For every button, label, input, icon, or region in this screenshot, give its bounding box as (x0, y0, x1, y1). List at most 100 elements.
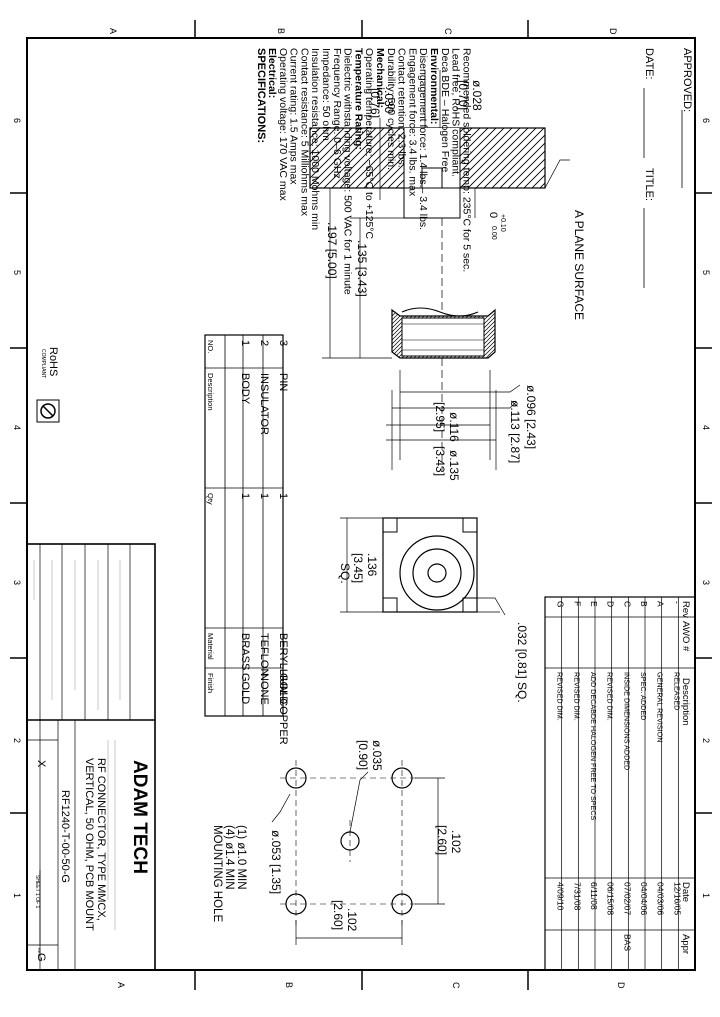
spec-line: Durability: 500 cycles min. (385, 48, 397, 170)
title-block-text: ADAM TECH RF CONNECTOR, TYPE MMCX, VERTI… (34, 758, 150, 962)
revision-cell: RELEASED (672, 672, 681, 710)
bottom-view-labels: .136 [3.45] SQ. .032 [0.81] SQ. (338, 553, 529, 703)
pitch-h-mm: [2.60] (331, 900, 345, 930)
gap-tol-minus: 0.00 (490, 226, 497, 240)
bom-cell: GOLD (239, 673, 251, 704)
bom-cell: 3 (277, 340, 289, 346)
zone-number: 4 (701, 425, 711, 430)
part-number: RF1240-T-00-50-G (59, 790, 71, 883)
insulator (401, 317, 485, 357)
revision-cell: G (556, 601, 566, 608)
rohs-icon (36, 399, 60, 423)
spec-line: Electrical: (266, 48, 278, 98)
zone-number: 4 (12, 425, 22, 430)
bom-header-fin: Finish (206, 673, 215, 693)
scale-mark: X (35, 760, 47, 768)
revision-cell: F (572, 601, 582, 606)
zone-letter: C (451, 982, 461, 989)
revision-header-appr: Appr (680, 934, 691, 954)
revision-cell: 7/31/08 (572, 882, 582, 911)
revision-cell: GENERAL REVISION (656, 672, 665, 742)
revision-cell: A (656, 601, 666, 607)
revision-cell: 04/04/06 (639, 882, 649, 915)
bom-header-mat: Material (206, 633, 215, 660)
spec-line: Current rating: 1.5 Amps max (288, 48, 300, 185)
sq032-dim: .032 [0.81] SQ. (515, 622, 529, 703)
mounting-hole-note-line: (1) ø1.0 MIN (235, 825, 247, 890)
height-dim: .197 [5.00] (325, 222, 339, 279)
spec-line: Engagement force: 3.4 lbs. max (406, 48, 418, 197)
bom-cell: 2 (258, 340, 270, 346)
center-pin (427, 563, 447, 583)
spec-line: Impedance: 50 ohm (320, 48, 332, 141)
revision-cell: SPEC. ADDED (639, 672, 648, 720)
title-line-1: RF CONNECTOR, TYPE MMCX, (95, 758, 107, 921)
revision-cell: 4/09/10 (556, 882, 566, 911)
sq136-dim: .136 (365, 553, 379, 577)
side-view-dimensions (322, 70, 570, 470)
revision-cell: REVISED DIM. (572, 672, 581, 721)
sq136-unit: SQ. (338, 563, 352, 584)
hole035-dim: ø.035 (370, 740, 384, 771)
revision-header-awo: AWO # (680, 621, 691, 652)
outer-ring (399, 535, 475, 611)
spec-line: Operating temperature: −65°C to +125°C (363, 48, 375, 240)
revision-header-desc: Description (680, 678, 691, 726)
zone-number: 5 (701, 270, 711, 275)
revision-cell: REVISED DIM. (556, 672, 565, 721)
hole035-mm: [0.90] (356, 740, 370, 770)
bom-header-qty: Qty (206, 493, 215, 505)
pin-dia-mm: [0.70] (456, 80, 470, 110)
title-label: TITLE: (643, 168, 655, 201)
spec-line: Temperature Rating: (352, 48, 364, 150)
zone-letter: A (116, 982, 126, 988)
spec-line: Dielectric withstanding voltage: 500 VAC… (342, 48, 354, 295)
date-label: DATE: (643, 48, 655, 80)
revision-cell: 04/03/06 (656, 882, 666, 915)
bill-of-materials: NO.DescriptionQtyMaterialFinish3PIN1BERY… (204, 334, 289, 745)
pin-len-mm: [0.76] (368, 88, 382, 118)
pin-shoulder (403, 187, 461, 219)
pin-dia-dim: ø.028 (470, 80, 484, 111)
gap-dim: 0 (487, 212, 499, 218)
rohs-mark: RoHS COMPLIANT (36, 347, 60, 423)
rohs-sub: COMPLIANT (40, 349, 46, 378)
bom-cell: GOLD (277, 673, 289, 704)
d113-dim: ø.113 [2.87] (508, 400, 522, 463)
spec-line: Operating voltage: 170 VAC max (277, 48, 289, 201)
revision-cell: - (672, 601, 682, 604)
revision-cell: ADD DECABDE HALOGEN FREE TO SPECS (589, 672, 598, 821)
hole053-dim: ø.053 [1.35] (269, 830, 283, 894)
pcb-layout (271, 760, 445, 945)
zone-letter: B (284, 982, 294, 988)
spec-line: Lead free, RoHS compliant. (450, 48, 462, 177)
approval-block: APPROVED: DATE: TITLE: (643, 48, 693, 288)
spec-line: Deca BDE – Halogen Free (439, 48, 451, 172)
zone-number: 6 (701, 118, 711, 123)
spec-line: Frequency Range: 0–6 GHz (331, 48, 343, 179)
approved-label: APPROVED: (681, 48, 693, 112)
zone-letter: D (616, 982, 626, 989)
rev-letter: G (35, 953, 47, 962)
gap-tol-plus: +0.10 (499, 214, 506, 232)
zone-ticks (10, 20, 712, 990)
revision-cell: E (589, 601, 599, 607)
revision-header-date: Date (680, 882, 691, 902)
zone-number: 1 (701, 893, 711, 898)
revision-cell: 12/16/05 (672, 882, 682, 915)
spec-line: Insulation resistance: 1000 Mohms min (309, 48, 321, 230)
spec-line: Contact resistance: 5 Milliohms max (298, 48, 310, 217)
revision-header-rev: Rev (680, 601, 691, 618)
spec-line: Environmental: (428, 48, 440, 124)
sq136-mm: [3.45] (351, 553, 365, 583)
pitch-h-dim: .102 (345, 908, 359, 932)
bom-cell: NONE (258, 673, 270, 705)
specs-heading: SPECIFICATIONS: (255, 48, 267, 143)
bom-cell: BODY (239, 373, 251, 405)
d116-mm: [2.95] (433, 402, 447, 432)
pin-len-dim: .030 (382, 90, 396, 114)
revision-cell: REVISED DIM. (606, 672, 615, 721)
zone-letter: C (443, 28, 453, 35)
